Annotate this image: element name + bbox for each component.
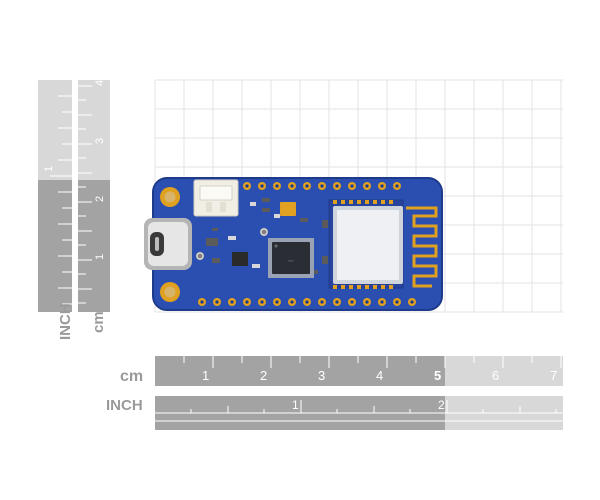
horizontal-cm-tick-label: 4 — [376, 368, 383, 383]
horizontal-cm-tick-label: 5 — [434, 368, 441, 383]
header-pins-bottom — [198, 298, 416, 306]
horizontal-inch-unit-label: INCH — [106, 397, 143, 414]
vertical-cm-tick-label: 3 — [94, 138, 106, 144]
horizontal-inch-tick-label: 1 — [292, 398, 299, 412]
mcu-chip: ▪▪▪▪ — [268, 238, 314, 278]
svg-text:▪▪▪▪: ▪▪▪▪ — [288, 258, 294, 263]
vertical-cm-tick-label: 2 — [94, 196, 106, 202]
wireless-module — [328, 199, 404, 289]
horizontal-cm-tick-label: 3 — [318, 368, 325, 383]
pcb-antenna — [406, 206, 438, 288]
usb-c-connector — [144, 218, 192, 270]
vertical-cm-tick-label: 4 — [94, 80, 106, 86]
vertical-cm-unit-label: cm — [90, 311, 107, 333]
horizontal-cm-unit-label: cm — [120, 368, 143, 385]
horizontal-cm-ruler: 1 2 3 4 5 6 7 — [155, 356, 563, 386]
vertical-inch-tick-label: 1 — [43, 166, 55, 172]
capacitor — [280, 202, 296, 216]
horizontal-cm-tick-label: 7 — [550, 368, 557, 383]
battery-connector — [193, 179, 239, 217]
horizontal-cm-tick-label: 1 — [202, 368, 209, 383]
vertical-cm-ruler: 1 2 3 4 — [78, 80, 110, 312]
header-pins-top — [243, 182, 401, 190]
horizontal-inch-tick-label: 2 — [438, 398, 445, 412]
dev-board: ▪▪▪▪ — [144, 177, 443, 311]
horizontal-cm-tick-label: 6 — [492, 368, 499, 383]
vertical-inch-ruler: 1 — [38, 80, 72, 312]
vertical-inch-unit-label: INCH — [57, 303, 74, 340]
horizontal-cm-tick-label: 2 — [260, 368, 267, 383]
vertical-cm-tick-label: 1 — [94, 254, 106, 260]
horizontal-inch-ruler: 1 2 — [155, 396, 563, 430]
